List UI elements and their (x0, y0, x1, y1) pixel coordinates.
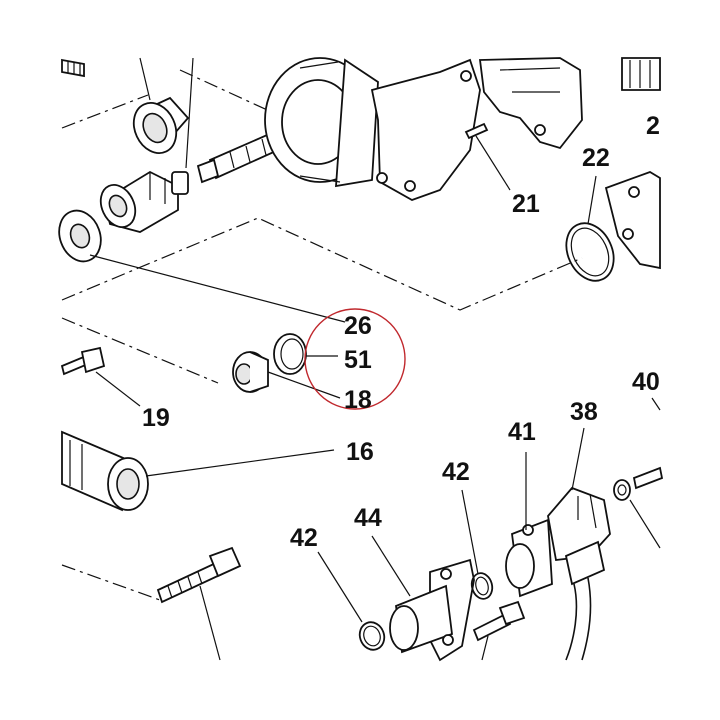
pump-housing-flange (370, 58, 481, 201)
leader-18 (267, 371, 341, 399)
callout-22: 22 (582, 144, 610, 172)
hex-bolt-19 (60, 346, 106, 376)
spindle-nut (99, 170, 189, 233)
leader-38 (571, 427, 585, 491)
leader-21 (475, 135, 511, 191)
callout-44: 44 (354, 504, 382, 532)
callout-26: 26 (344, 312, 372, 340)
leader-16 (145, 449, 335, 477)
oil-seal (232, 351, 269, 393)
leader-42-lower (317, 551, 363, 623)
callout-19: 19 (142, 404, 170, 432)
valve-body-38 (547, 486, 611, 586)
leader-22 (587, 175, 597, 225)
dowel-pin (464, 122, 489, 140)
pump-impeller-hub (264, 57, 379, 188)
leader-top-left (139, 57, 194, 169)
flange-fitting-41 (505, 518, 553, 598)
callout-16: 16 (346, 438, 374, 466)
leader-44 (371, 535, 411, 597)
callout-38: 38 (570, 398, 598, 426)
callout-labels: 22 21 26 51 18 19 16 40 38 41 42 44 42 2 (142, 112, 660, 552)
callout-41: 41 (508, 418, 536, 446)
highlight-circle (304, 308, 406, 410)
bearing-bushing (132, 96, 190, 154)
callout-2-partial: 2 (646, 112, 660, 140)
flat-washer (58, 209, 102, 263)
leader-26 (89, 254, 346, 323)
small-bolt-top (61, 58, 85, 78)
hose (565, 577, 592, 661)
callout-21: 21 (512, 190, 540, 218)
stud-bolt-right (632, 466, 664, 490)
callout-42-upper: 42 (442, 458, 470, 486)
washer-small (613, 479, 631, 501)
fitting-flange-44 (389, 558, 475, 662)
top-right-fitting (621, 57, 661, 91)
leader-bolt (199, 585, 221, 661)
o-ring-42-upper (470, 572, 494, 600)
snap-ring (273, 333, 307, 375)
callout-40: 40 (632, 368, 660, 396)
pump-body (478, 57, 583, 150)
o-ring-42-lower (358, 621, 386, 651)
callout-18: 18 (344, 386, 372, 414)
callout-42-lower: 42 (290, 524, 318, 552)
leader-cap-screw (481, 635, 489, 661)
long-bolt (156, 546, 242, 604)
leader-40 (629, 397, 661, 549)
callout-51: 51 (344, 346, 372, 374)
o-ring-large (565, 222, 615, 282)
leader-19 (95, 371, 141, 407)
sleeve-tube (61, 430, 149, 512)
mating-flange-right (604, 171, 661, 270)
leader-42-upper (461, 489, 479, 575)
cap-screw-bottom (472, 600, 526, 642)
